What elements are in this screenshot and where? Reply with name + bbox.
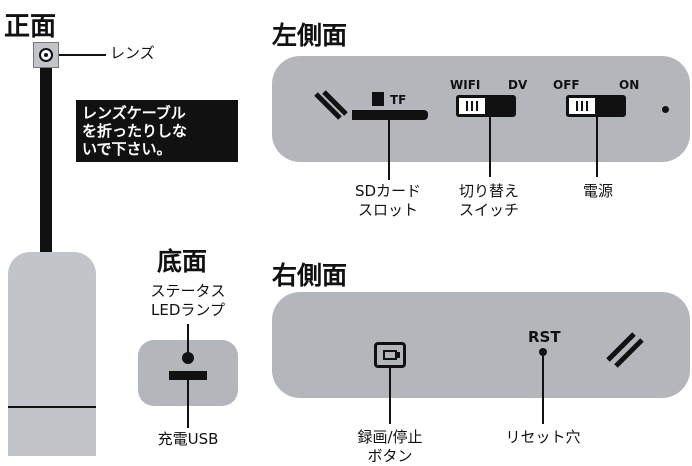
- lens-leader-line: [59, 54, 106, 56]
- reset-hole-label: リセット穴: [505, 428, 581, 446]
- device-body: [8, 252, 96, 456]
- lens-label: レンズ: [110, 44, 155, 62]
- power-switch-leader: [596, 117, 598, 177]
- status-led-label: ステータス LEDランプ: [150, 282, 226, 319]
- power-label: 電源: [582, 182, 613, 200]
- record-leader: [389, 368, 391, 424]
- status-led-leader: [187, 324, 189, 354]
- front-heading: 正面: [4, 12, 57, 42]
- record-stop-label: 録画/停止 ボタン: [357, 428, 423, 465]
- bottom-heading: 底面: [157, 247, 208, 276]
- reset-leader: [542, 356, 544, 424]
- mode-switch[interactable]: [456, 95, 516, 117]
- power-switch[interactable]: [566, 95, 626, 117]
- cable-warning-note: レンズケーブル を折ったりしな いで下さい。: [76, 100, 238, 162]
- sd-card-icon: [372, 92, 384, 106]
- left-indicator-dot: [662, 106, 669, 113]
- dv-label: DV: [508, 78, 528, 92]
- right-side-heading: 右側面: [272, 261, 348, 290]
- wifi-label: WIFI: [450, 78, 481, 92]
- grip-marks-icon-right: [604, 328, 648, 372]
- record-stop-button[interactable]: [374, 342, 406, 368]
- mode-switch-label: 切り替え スイッチ: [458, 182, 519, 219]
- off-label: OFF: [553, 78, 580, 92]
- status-led-icon: [182, 352, 194, 364]
- usb-leader: [187, 380, 189, 428]
- sd-slot-label: SDカード スロット: [354, 182, 422, 219]
- tf-label: TF: [390, 93, 407, 107]
- mode-switch-leader: [489, 117, 491, 177]
- rst-label: RST: [528, 328, 561, 346]
- grip-marks-icon: [312, 88, 352, 128]
- lens-cable: [40, 68, 52, 254]
- sd-slot-leader: [388, 120, 390, 180]
- sd-card-slot: [352, 110, 428, 120]
- lens-icon: [33, 42, 59, 68]
- reset-hole[interactable]: [539, 348, 547, 356]
- left-side-heading: 左側面: [272, 21, 348, 50]
- on-label: ON: [619, 78, 640, 92]
- usb-port-icon: [169, 371, 207, 380]
- charge-usb-label: 充電USB: [157, 430, 219, 448]
- camera-icon: [383, 350, 397, 360]
